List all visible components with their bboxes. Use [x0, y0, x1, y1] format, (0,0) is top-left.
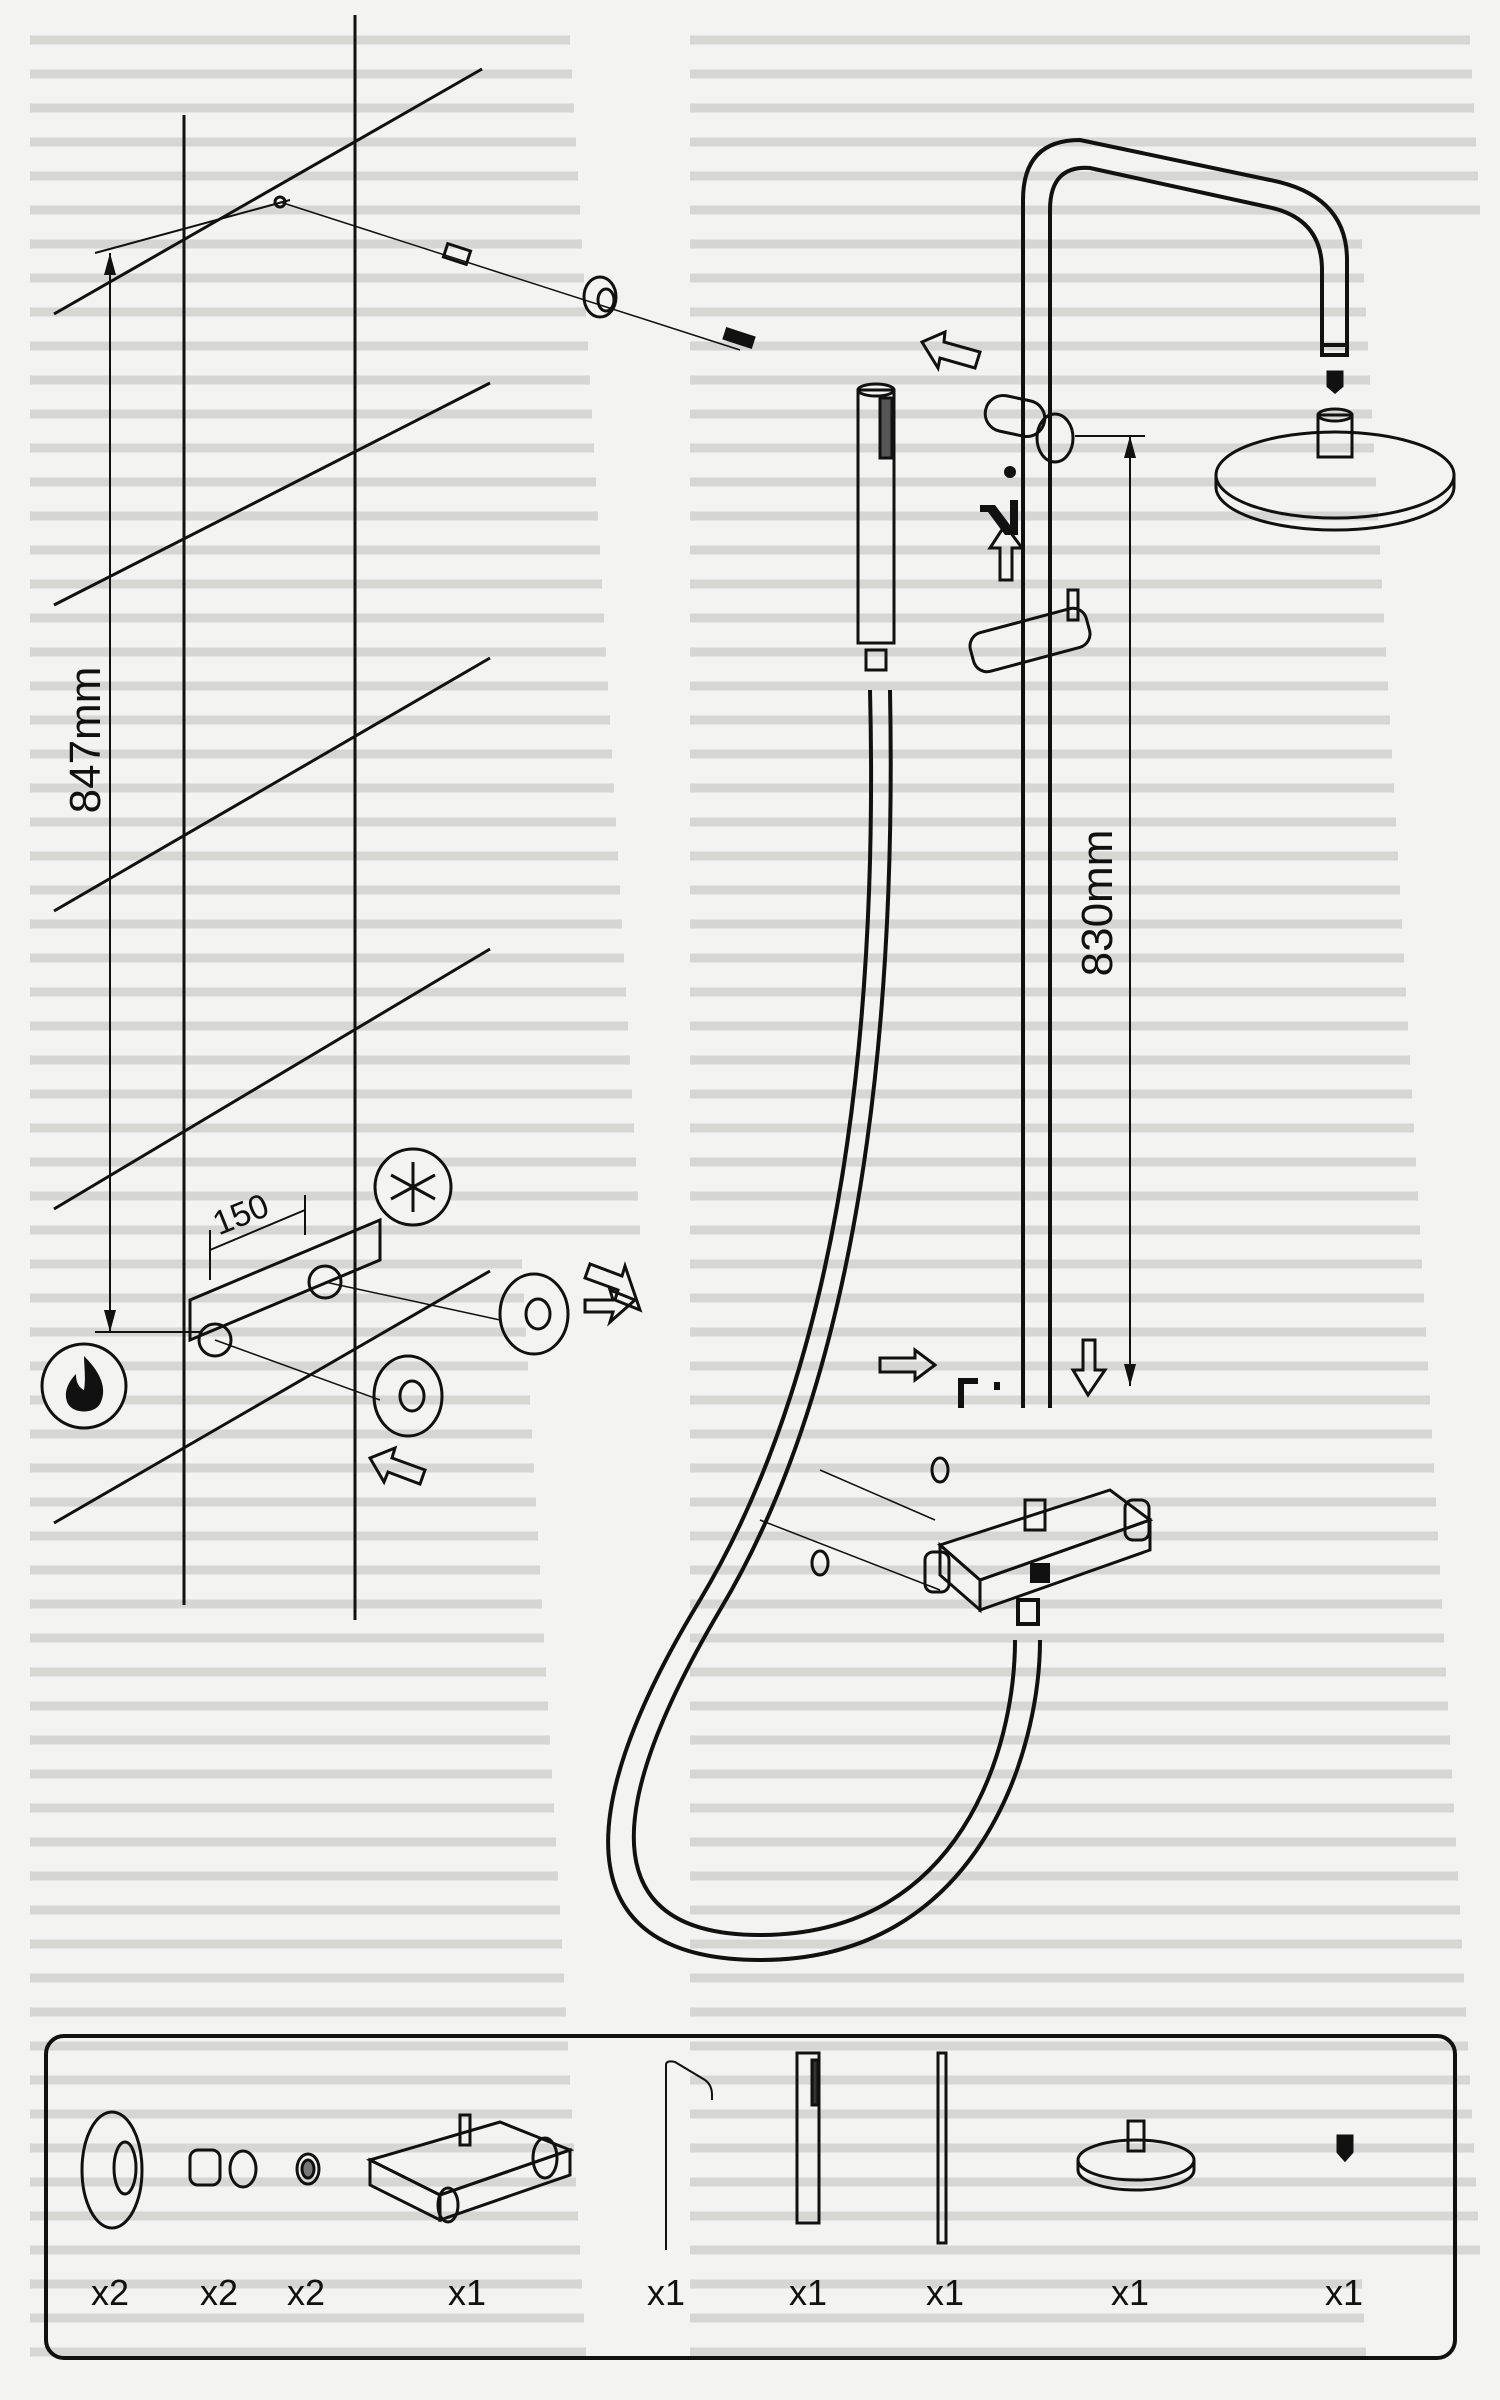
riser-rail: [1021, 137, 1349, 1408]
dimension-847: 847mm: [61, 199, 291, 1333]
overhead-shower-head: [1214, 370, 1456, 532]
dimension-830: 830mm: [1073, 435, 1145, 1386]
wall-grid: [53, 15, 491, 1620]
dimension-label-847: 847mm: [61, 667, 110, 814]
dimension-label-830: 830mm: [1073, 830, 1122, 977]
direction-arrows: [583, 329, 1108, 1398]
wall-anchor: [273, 195, 756, 351]
snowflake-icon: [373, 1147, 453, 1227]
rail-slider: [968, 394, 1092, 674]
allen-key-icon: [958, 466, 1018, 1408]
part-washer-icon: [295, 2152, 321, 2186]
part-count-eccentric-connector: x2: [200, 2272, 238, 2313]
part-count-hand-shower: x1: [789, 2272, 827, 2313]
flame-icon: [40, 1342, 128, 1430]
hand-shower: [856, 382, 896, 672]
wall-flanges: [367, 1261, 643, 1486]
part-count-overhead-shower-head: x1: [1111, 2272, 1149, 2313]
part-count-thermostatic-mixer: x1: [448, 2272, 486, 2313]
part-count-wall-flange: x2: [91, 2272, 129, 2313]
part-nozzle-icon: [1336, 2134, 1354, 2163]
part-hose-icon: [936, 2051, 948, 2245]
part-count-riser-rail: x1: [647, 2272, 685, 2313]
part-overhead-shower-icon: [1076, 2119, 1196, 2192]
part-count-nozzle-connector: x1: [1325, 2272, 1363, 2313]
part-connector-icon: [188, 2148, 258, 2189]
shower-hose: [606, 689, 1050, 1963]
part-hand-shower-icon: [795, 2051, 821, 2225]
parts-list-box: x2 x2 x2 x1 x1 x1 x1 x1 x1: [44, 2034, 1457, 2360]
part-mixer-icon: [365, 2113, 575, 2224]
part-count-shower-hose: x1: [926, 2272, 964, 2313]
part-riser-rail-icon: [665, 2060, 713, 2250]
part-wall-flange-icon: [80, 2110, 144, 2230]
thermostatic-mixer: [759, 1456, 1154, 1614]
part-count-filter-washer: x2: [287, 2272, 325, 2313]
